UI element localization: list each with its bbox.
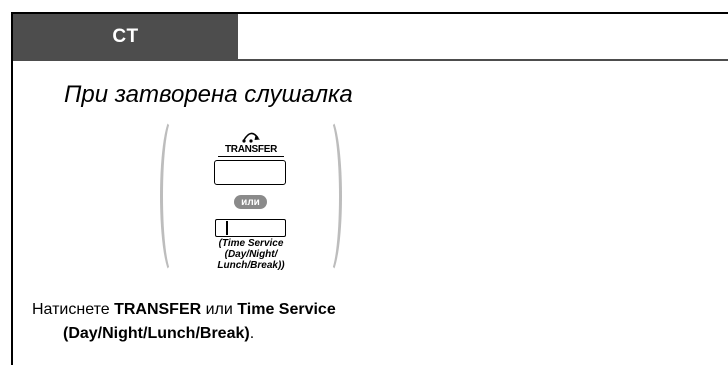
header-tab-label: CT bbox=[112, 25, 139, 47]
instruction-suffix: . bbox=[249, 325, 255, 342]
instruction-text: Натиснете TRANSFER или Time Service (Day… bbox=[32, 298, 336, 346]
time-service-caption: (Time Service (Day/Night/ Lunch/Break)) bbox=[196, 238, 306, 271]
or-badge: или bbox=[234, 195, 267, 209]
instruction-key-transfer: TRANSFER bbox=[114, 301, 202, 318]
instruction-line-2: (Day/Night/Lunch/Break). bbox=[32, 322, 336, 346]
right-parenthesis bbox=[316, 116, 342, 276]
time-service-caption-line: (Time Service bbox=[218, 238, 284, 249]
header-tab: CT bbox=[13, 14, 238, 59]
time-service-led-indicator bbox=[226, 221, 228, 235]
step-frame bbox=[11, 12, 728, 365]
instruction-key-day-night: (Day/Night/Lunch/Break) bbox=[63, 325, 250, 342]
transfer-label-underline bbox=[218, 156, 284, 157]
time-service-caption-line: (Day/Night/ bbox=[224, 249, 278, 260]
transfer-arrow-icon bbox=[242, 132, 260, 143]
condition-text: При затворена слушалка bbox=[64, 81, 353, 108]
time-service-button[interactable] bbox=[215, 219, 286, 237]
transfer-key-label: TRANSFER bbox=[224, 144, 278, 155]
time-service-caption-line: Lunch/Break)) bbox=[217, 260, 285, 271]
left-parenthesis bbox=[160, 116, 186, 276]
header-rule bbox=[13, 59, 728, 61]
transfer-button[interactable] bbox=[214, 160, 286, 185]
instruction-key-time-service: Time Service bbox=[237, 301, 336, 318]
instruction-or: или bbox=[201, 301, 238, 318]
instruction-prefix: Натиснете bbox=[32, 301, 115, 318]
